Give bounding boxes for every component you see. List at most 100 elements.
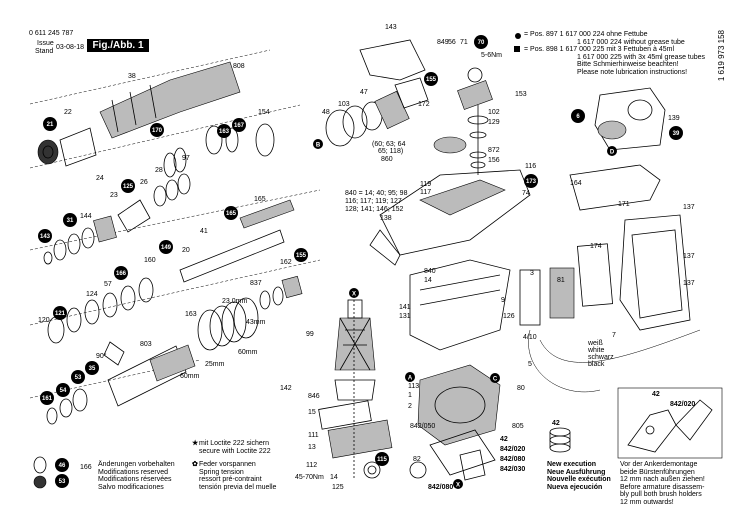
label-39: 139 <box>668 115 680 122</box>
issue-date: 03-08-18 <box>56 44 85 51</box>
armature-assembly <box>318 299 393 480</box>
stand-label: Stand <box>35 48 54 55</box>
badge-166-bottom: 46 <box>55 458 69 472</box>
label-124: 57 <box>104 281 112 288</box>
label-9: 131 <box>399 313 411 320</box>
label-808: 808 <box>233 63 245 70</box>
label-142: 99 <box>306 331 314 338</box>
note-pos897: = Pos. 897 1 617 000 224 ohne Fettube <box>524 31 648 38</box>
label-842-020-new: 42 <box>552 420 560 427</box>
svg-text:X: X <box>456 483 460 489</box>
ref-860-line1: (60; 63; 64 <box>372 141 406 148</box>
label-26: 26 <box>140 179 148 186</box>
label-71: 56 <box>448 39 456 46</box>
spring-note: Feder vorspannen Spring tension ressort … <box>199 461 276 491</box>
label-113: 842/050 <box>410 423 435 430</box>
svg-text:167: 167 <box>234 123 245 129</box>
label-22: 22 <box>64 109 72 116</box>
label-35: 803 <box>140 341 152 348</box>
label-849: 143 <box>385 24 397 31</box>
spindle-ring-assembly <box>43 173 295 283</box>
badge-139: 6 <box>571 109 585 123</box>
badge-143-lower: 115 <box>375 452 389 466</box>
grease-notes: = Pos. 897 1 617 000 224 ohne Fettube 1 … <box>524 31 705 77</box>
dim-23mm: 23,0mm <box>222 298 247 305</box>
label-20: 41 <box>200 228 208 235</box>
badge-164: 39 <box>669 126 683 140</box>
label-115: 125 <box>332 484 344 491</box>
issue-label: Issue <box>37 40 54 47</box>
reference-letters: B A C D X X <box>313 139 617 489</box>
label-103: 48 <box>322 109 330 116</box>
svg-text:35: 35 <box>89 366 96 372</box>
note-line2: 1 617 000 224 without grease tube <box>577 38 685 46</box>
label-154: 154 <box>258 109 270 116</box>
drawing-code: 0 611 245 787 <box>29 30 74 37</box>
label-121: 120 <box>38 317 50 324</box>
svg-text:165: 165 <box>226 211 237 217</box>
loctite-note: mit Loctite 222 sichern secure with Loct… <box>199 440 271 455</box>
label-42: 805 <box>512 423 524 430</box>
mod-es: Salvo modificaciones <box>98 483 164 491</box>
brush-holder-detail <box>617 387 723 459</box>
label-155: 160 <box>144 257 156 264</box>
badge-54: 35 <box>85 361 99 375</box>
label-41: 165 <box>254 196 266 203</box>
gear-assembly <box>325 39 493 175</box>
pos898-marker <box>514 46 520 52</box>
label-153: 129 <box>488 119 500 126</box>
ref-letter-x-bottom: X <box>453 479 463 489</box>
ref-letter-d: D <box>607 146 617 156</box>
brush-note-5: bly pull both brush holders <box>620 491 702 499</box>
exec-en: New execution <box>547 461 597 468</box>
label-81: 174 <box>590 243 602 250</box>
part-badges: 21 170 163 167 125 31 143 165 149 166 15… <box>38 35 683 488</box>
spring-de: Feder vorspannen <box>199 461 256 468</box>
label-144: 144 <box>80 213 92 220</box>
badge-162-top: 155 <box>424 72 438 86</box>
svg-text:21: 21 <box>47 122 54 128</box>
label-131: 141 <box>399 304 411 311</box>
svg-text:155: 155 <box>296 253 307 259</box>
svg-text:D: D <box>610 150 615 156</box>
label-111: 15 <box>308 409 316 416</box>
badge-160: 166 <box>114 266 128 280</box>
svg-text:B: B <box>316 143 321 149</box>
badge-125: 125 <box>121 179 135 193</box>
svg-text:6: 6 <box>576 114 580 120</box>
loctite-en: secure with Loctite 222 <box>199 447 271 455</box>
brush-holder-note: Vor der Ankerdemontage beide Bürstenführ… <box>620 461 705 507</box>
label-15: 846 <box>308 393 320 400</box>
label-842-030: 842/080 <box>500 456 525 463</box>
new-execution-parts <box>549 427 571 453</box>
svg-text:X: X <box>352 292 356 298</box>
pos897-marker <box>515 33 521 39</box>
gear-housing <box>369 169 531 351</box>
label-1: 113 <box>408 383 419 390</box>
svg-text:166: 166 <box>116 271 127 277</box>
label-174-b: 137 <box>683 253 695 260</box>
ref-letter-b: B <box>313 139 323 149</box>
label-116: 117 <box>420 189 431 196</box>
wire-schwarz: schwarz <box>588 354 614 361</box>
ref-840-line2: 116; 117; 119; 127 <box>345 198 402 205</box>
badge-165: 165 <box>224 206 238 220</box>
motor-housing <box>519 87 701 393</box>
label-23: 23 <box>110 192 118 199</box>
figure-label: Fig./Abb. 1 <box>87 39 149 52</box>
label-803: 142 <box>280 385 292 392</box>
svg-text:C: C <box>493 377 498 383</box>
torque-label: 5-6Nm <box>481 52 502 59</box>
label-112: 14 <box>330 474 338 481</box>
dim-43mm: 43mm <box>246 319 266 326</box>
label-174-c: 137 <box>683 280 695 287</box>
label-4-10: 3 <box>530 270 534 277</box>
label-80: 81 <box>557 277 565 284</box>
svg-text:53: 53 <box>75 375 82 381</box>
wire-weiss: weiß <box>587 340 603 347</box>
exec-fr: Nouvelle exécution <box>547 476 611 484</box>
label-2: 1 <box>408 392 412 399</box>
loctite-star: ★ <box>192 439 199 447</box>
label-872: 153 <box>515 91 527 98</box>
